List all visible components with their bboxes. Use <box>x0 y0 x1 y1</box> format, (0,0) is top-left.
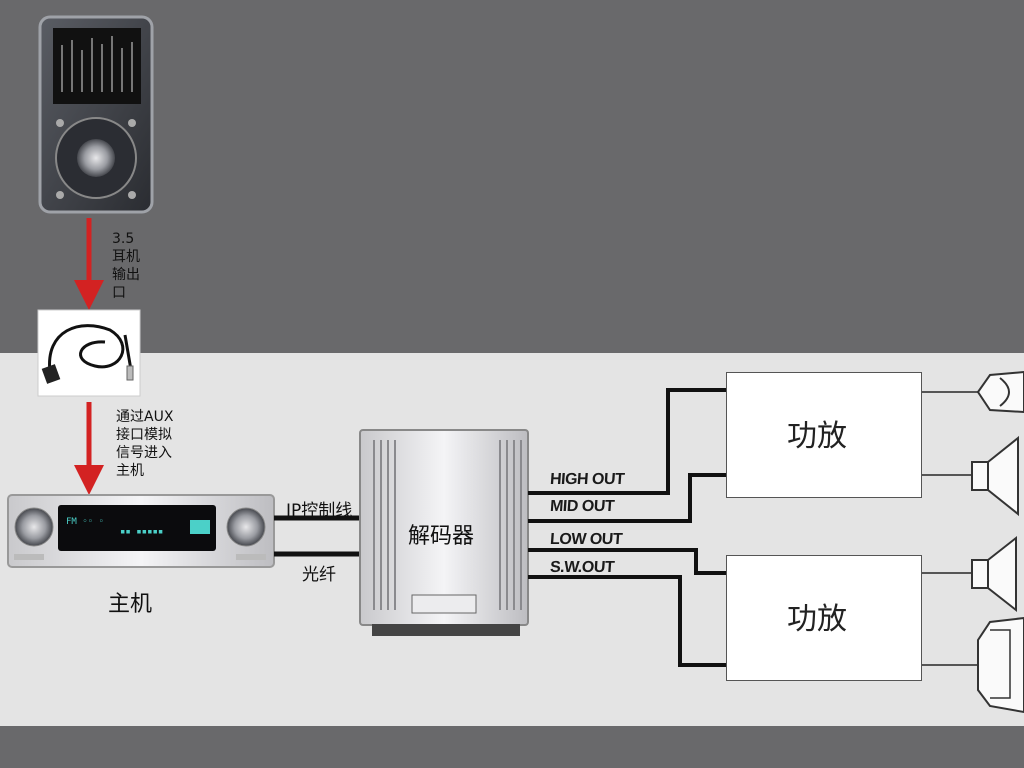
headphone-output-label: 3.5 耳机 输出 口 <box>112 231 140 301</box>
mid-out-wire <box>528 473 728 523</box>
head-unit-label: 主机 <box>108 592 153 617</box>
bottom-strip <box>0 726 1024 768</box>
sw-out-wire <box>528 575 728 667</box>
amplifier-top-label: 功放 <box>787 419 847 454</box>
sw-out-label: S.W.OUT <box>549 559 615 576</box>
ip-control-label: IP控制线 <box>286 501 353 521</box>
aux-path-label: 通过AUX 接口模拟 信号进入 主机 <box>116 409 174 479</box>
amplifier-bottom-label: 功放 <box>787 602 847 637</box>
woofer-speaker-icon <box>971 535 1017 613</box>
subwoofer-speaker-icon <box>977 616 1024 714</box>
low-out-label: LOW OUT <box>549 531 623 548</box>
car-head-unit-icon: FM ◦◦ ◦ ▪▪ ▪▪▪▪▪ <box>7 494 275 568</box>
decoder-label: 解码器 <box>408 524 475 549</box>
tweeter-icon <box>976 370 1024 414</box>
optical-label: 光纤 <box>302 565 336 585</box>
aux-cable-icon <box>37 309 141 397</box>
amplifier-top: 功放 <box>726 372 922 498</box>
music-player-icon <box>38 15 154 214</box>
high-out-label: HIGH OUT <box>549 471 625 488</box>
svg-text:FM ◦◦ ◦: FM ◦◦ ◦ <box>66 517 104 527</box>
low-out-wire <box>528 548 728 575</box>
decoder-output-wires <box>528 388 728 667</box>
high-out-wire <box>528 388 728 495</box>
amp-speaker-wires <box>920 391 980 666</box>
svg-text:▪▪ ▪▪▪▪▪: ▪▪ ▪▪▪▪▪ <box>120 527 163 537</box>
decoder-box-icon <box>359 429 529 636</box>
mid-out-label: MID OUT <box>549 498 615 515</box>
amplifier-bottom: 功放 <box>726 555 922 681</box>
midrange-speaker-icon <box>971 435 1019 517</box>
